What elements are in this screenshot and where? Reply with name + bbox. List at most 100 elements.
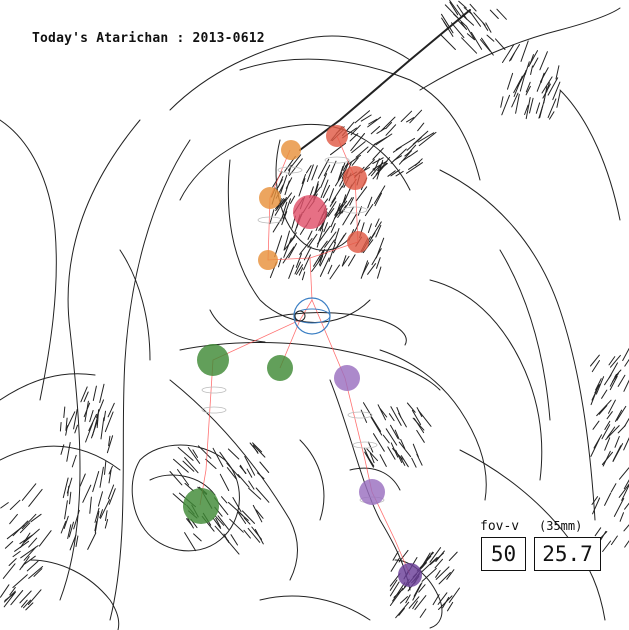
hatch-stroke bbox=[411, 409, 422, 425]
hatch-stroke bbox=[624, 417, 629, 427]
hatch-stroke bbox=[372, 157, 384, 164]
hatch-stroke bbox=[461, 14, 475, 26]
hatch-stroke bbox=[417, 122, 425, 132]
hatch-stroke bbox=[379, 454, 387, 467]
sketch-stroke bbox=[259, 595, 371, 621]
hatch-stroke bbox=[27, 589, 42, 605]
hatch-stroke bbox=[303, 246, 312, 261]
hatch-stroke bbox=[71, 454, 77, 468]
hatch-stroke bbox=[456, 4, 468, 20]
hatch-stroke bbox=[331, 185, 343, 203]
hatch-stroke bbox=[434, 558, 443, 569]
hatch-stroke bbox=[435, 570, 441, 578]
hatch-stroke bbox=[97, 491, 103, 507]
hatch-stroke bbox=[355, 146, 369, 158]
hatch-stroke bbox=[622, 347, 629, 361]
hatch-stroke bbox=[88, 413, 97, 432]
hatch-stroke bbox=[19, 522, 31, 534]
hatch-stroke bbox=[398, 607, 405, 616]
sketch-stroke bbox=[379, 349, 487, 501]
hatch-stroke bbox=[330, 223, 336, 233]
hatch-stroke bbox=[307, 230, 313, 240]
hatch-stroke bbox=[524, 61, 530, 76]
sketch-stroke bbox=[29, 559, 120, 630]
hatch-stroke bbox=[344, 154, 361, 167]
joint-ring bbox=[347, 411, 373, 419]
sketch-stroke bbox=[109, 139, 191, 621]
hatch-stroke bbox=[9, 586, 16, 596]
hatch-stroke bbox=[275, 198, 286, 212]
hatch-stroke bbox=[411, 457, 417, 468]
hatch-stroke bbox=[108, 488, 116, 505]
hatch-stroke bbox=[219, 473, 230, 491]
hatch-stroke bbox=[416, 429, 425, 443]
hatch-stroke bbox=[604, 492, 612, 506]
hatch-stroke bbox=[92, 471, 100, 493]
hatch-stroke bbox=[329, 197, 337, 207]
hatch-stroke bbox=[617, 374, 626, 387]
fov-degrees-field[interactable]: 25.7 bbox=[534, 537, 601, 571]
fov-value-field[interactable]: 50 bbox=[481, 537, 526, 571]
joint-ring bbox=[324, 156, 350, 164]
hatch-stroke bbox=[405, 594, 411, 604]
sketch-stroke bbox=[559, 89, 621, 221]
hatch-stroke bbox=[437, 592, 448, 605]
hatch-stroke bbox=[21, 513, 37, 530]
sketch-stroke bbox=[275, 139, 361, 251]
hatch-stroke bbox=[418, 131, 437, 147]
hatch-stroke bbox=[604, 437, 611, 451]
hatch-stroke bbox=[64, 500, 68, 520]
hatch-stroke bbox=[444, 4, 459, 19]
joint-right-hand bbox=[347, 231, 369, 253]
hatch-stroke bbox=[510, 52, 515, 61]
joint-right-elbow bbox=[343, 166, 367, 190]
hatch-stroke bbox=[169, 471, 183, 486]
sketch-stroke bbox=[499, 249, 551, 421]
hatch-stroke bbox=[469, 3, 477, 12]
hatch-stroke bbox=[79, 473, 86, 487]
hatch-stroke bbox=[327, 264, 333, 275]
hatch-stroke bbox=[404, 150, 412, 157]
hatch-stroke bbox=[349, 133, 359, 142]
hatch-stroke bbox=[65, 417, 68, 431]
hatch-stroke bbox=[108, 469, 112, 484]
hatch-stroke bbox=[243, 517, 251, 525]
hatch-stroke bbox=[252, 504, 263, 523]
hatch-stroke bbox=[485, 22, 492, 33]
hatch-stroke bbox=[446, 569, 455, 580]
hatch-stroke bbox=[616, 405, 627, 421]
hatch-stroke bbox=[12, 574, 28, 588]
hatch-stroke bbox=[372, 147, 384, 160]
hatch-stroke bbox=[351, 157, 359, 166]
hatch-stroke bbox=[243, 529, 251, 539]
hatch-stroke bbox=[255, 487, 270, 503]
hatch-stroke bbox=[406, 117, 415, 123]
hatch-stroke bbox=[274, 199, 285, 216]
sketch-stroke bbox=[349, 467, 401, 491]
hatch-stroke bbox=[187, 447, 201, 464]
fov-label: fov-v bbox=[480, 519, 520, 534]
sketch-stroke bbox=[209, 309, 266, 343]
hatch-stroke bbox=[602, 450, 611, 467]
hatch-stroke bbox=[412, 582, 423, 601]
hatch-stroke bbox=[301, 174, 306, 185]
hatch-stroke bbox=[363, 447, 370, 459]
sketch-stroke bbox=[149, 474, 216, 496]
hatch-stroke bbox=[354, 110, 370, 124]
hatch-stroke bbox=[624, 540, 629, 548]
hatch-stroke bbox=[373, 136, 388, 146]
hatch-stroke bbox=[254, 528, 264, 545]
hatch-stroke bbox=[495, 38, 506, 50]
rotation-gizmo[interactable] bbox=[293, 297, 331, 335]
hatch-stroke bbox=[389, 581, 400, 597]
hatch-stroke bbox=[375, 157, 391, 175]
hatch-stroke bbox=[28, 566, 44, 579]
hatch-stroke bbox=[316, 228, 324, 248]
hatch-stroke bbox=[214, 525, 229, 542]
hatch-stroke bbox=[257, 472, 265, 480]
hatch-stroke bbox=[9, 499, 21, 510]
rig-joints[interactable] bbox=[183, 125, 422, 587]
hatch-stroke bbox=[205, 458, 217, 469]
hatch-stroke bbox=[460, 21, 467, 30]
